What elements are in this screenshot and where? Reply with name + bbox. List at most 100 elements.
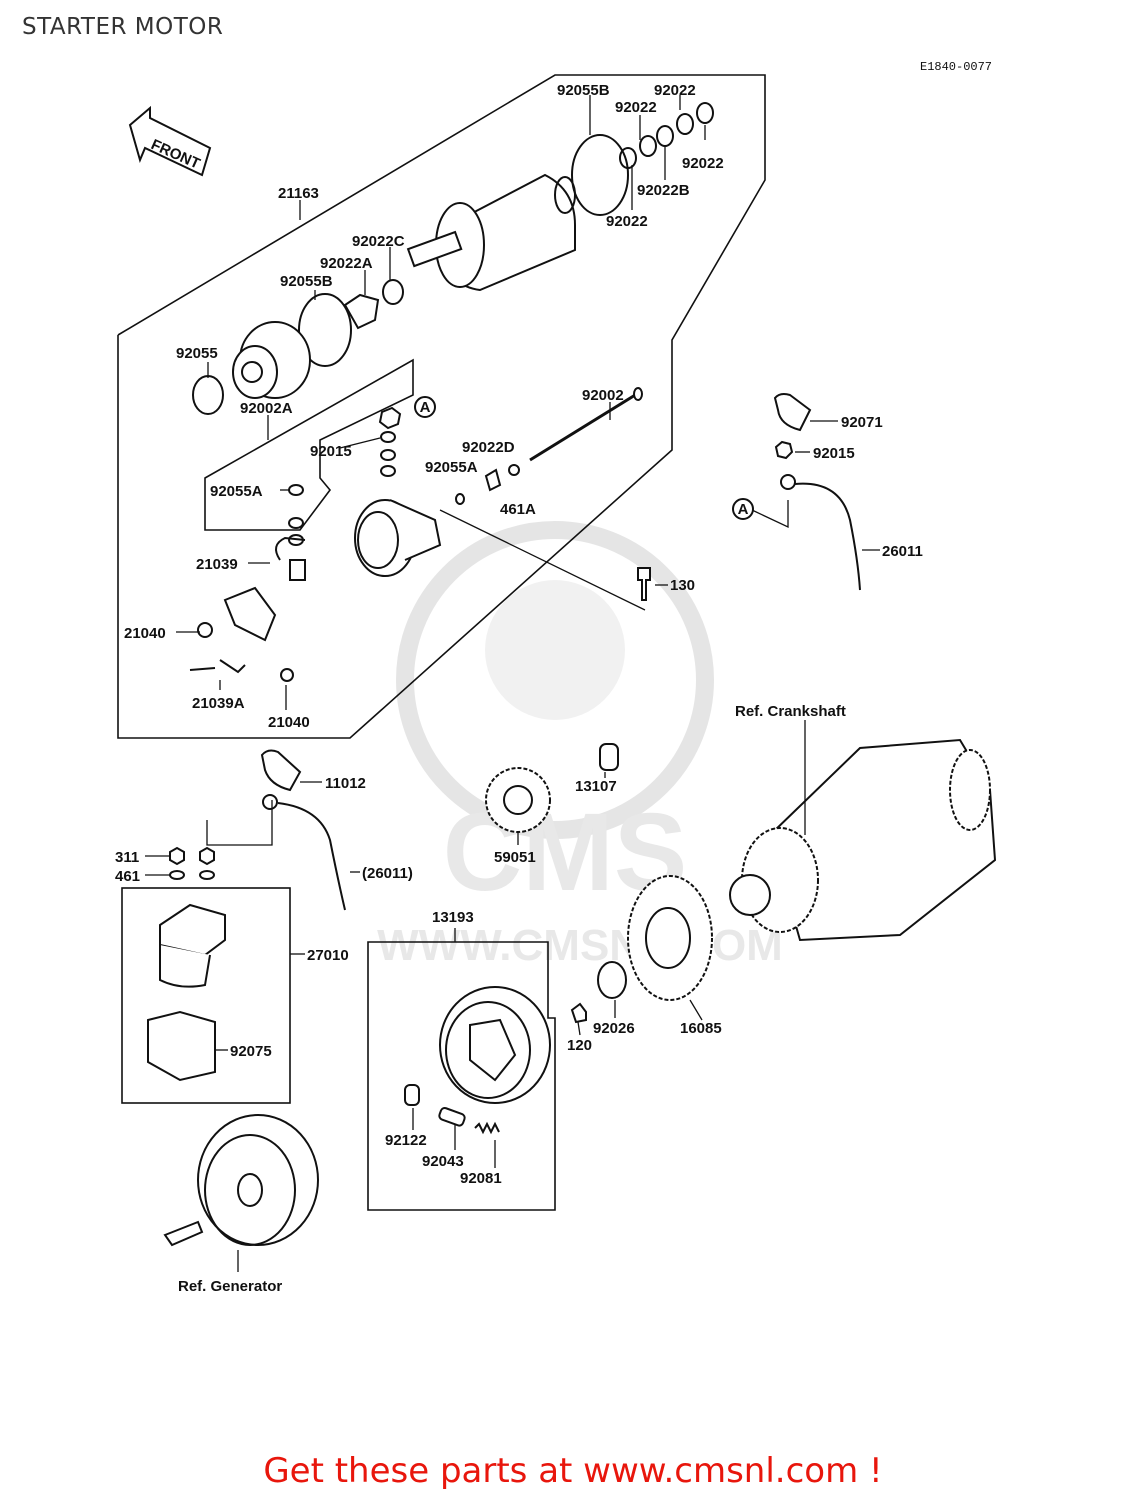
label-92022D: 92022D (462, 439, 515, 456)
washer-92022B (639, 135, 657, 157)
starter-relay-27010 (159, 903, 226, 988)
label-120: 120 (567, 1037, 592, 1054)
label-92022: 92022 (606, 213, 648, 230)
washer-92022 (676, 113, 694, 135)
label-13193: 13193 (432, 909, 474, 926)
front-arrow-icon: FRONT (128, 105, 212, 177)
spring-92081 (474, 1121, 500, 1135)
label-92002A: 92002A (240, 400, 293, 417)
starter-clutch-box (367, 941, 556, 1211)
label-92022C: 92022C (352, 233, 405, 250)
starter-assembly-boundary (117, 74, 766, 739)
o-ring-92055 (192, 375, 224, 415)
starter-gear-16085 (627, 875, 713, 1001)
bolt-130 (637, 567, 651, 601)
label-92055: 92055 (176, 345, 218, 362)
washer-92022 (696, 102, 714, 124)
o-ring-92055A (455, 493, 465, 505)
watermark-url-text: WWW.CMSNL.COM (377, 921, 783, 970)
label-26011-ref: (26011) (362, 865, 413, 882)
relay-assembly-box (121, 887, 291, 1104)
label-92055B: 92055B (557, 82, 610, 99)
label-59051: 59051 (494, 849, 536, 866)
battery-cable-26011-ref (260, 749, 346, 911)
label-92015: 92015 (310, 443, 352, 460)
ref-generator-label: Ref. Generator (178, 1278, 282, 1295)
washer-92022A (382, 279, 404, 305)
label-92022: 92022 (654, 82, 696, 99)
label-26011: 26011 (882, 543, 923, 560)
svg-text:A: A (738, 501, 749, 518)
label-13107: 13107 (575, 778, 617, 795)
circle-marker-a-right: A (732, 498, 754, 520)
washer-92022 (656, 125, 674, 147)
brush-plate (189, 586, 294, 682)
label-92055A: 92055A (425, 459, 478, 476)
washer-461 (199, 870, 215, 880)
label-21039A: 21039A (192, 695, 245, 712)
ref-crankshaft-label: Ref. Crankshaft (735, 703, 846, 720)
label-92055A: 92055A (210, 483, 263, 500)
starter-motor-exploded-diagram: CMS WWW.CMSNL.COM E1840-0077 FRONT (115, 60, 997, 1295)
footer-cmsnl-link[interactable]: Get these parts at www.cmsnl.com ! (263, 1451, 883, 1491)
label-21040: 21040 (268, 714, 310, 731)
washer-92026 (597, 961, 627, 999)
label-92075: 92075 (230, 1043, 272, 1060)
label-92122: 92122 (385, 1132, 427, 1149)
starter-clutch-13193 (439, 986, 551, 1104)
diagram-code: E1840-0077 (920, 60, 992, 74)
leader-lines (145, 95, 880, 1272)
label-92055B: 92055B (280, 273, 333, 290)
crankshaft-reference (729, 738, 997, 942)
label-461: 461 (115, 868, 140, 885)
label-21163: 21163 (278, 185, 319, 202)
relay-cover-92075 (147, 1010, 216, 1082)
shaft-13107 (599, 743, 619, 771)
nut-92015 (378, 406, 402, 430)
starter-motor-body (406, 173, 576, 292)
starter-end-cover (232, 321, 311, 399)
o-ring-92055B-top (571, 134, 629, 216)
nut-461A (508, 464, 520, 476)
label-92022: 92022 (615, 99, 657, 116)
through-bolt-92002 (529, 390, 641, 462)
brush-holder-box (204, 358, 414, 531)
label-21040: 21040 (124, 625, 166, 642)
brush-holder-92002A (354, 499, 442, 577)
washer-92022 (619, 147, 637, 169)
page-title: STARTER MOTOR (22, 14, 224, 40)
label-461A: 461A (500, 501, 536, 518)
roller-92122 (404, 1084, 420, 1106)
label-27010: 27010 (307, 947, 349, 964)
washer-461 (169, 870, 185, 880)
idle-gear-59051 (485, 767, 551, 833)
cms-watermark: CMS WWW.CMSNL.COM (377, 521, 783, 970)
label-11012: 11012 (325, 775, 366, 792)
label-92043: 92043 (422, 1153, 464, 1170)
label-21039: 21039 (196, 556, 238, 573)
label-311: 311 (115, 849, 139, 866)
label-16085: 16085 (680, 1020, 722, 1037)
label-130: 130 (670, 577, 695, 594)
bolt-120 (570, 1002, 587, 1024)
o-ring-92055B-left (298, 293, 352, 367)
label-92081: 92081 (460, 1170, 502, 1187)
brush-21039 (275, 536, 306, 561)
label-92022A: 92022A (320, 255, 373, 272)
svg-text:A: A (420, 399, 431, 416)
label-92022: 92022 (682, 155, 724, 172)
circle-marker-a-left: A (414, 396, 436, 418)
pin-92043 (438, 1107, 466, 1127)
label-92022B: 92022B (637, 182, 690, 199)
terminal-bolt (289, 559, 306, 581)
label-92026: 92026 (593, 1020, 635, 1037)
washer-92022D (484, 468, 502, 492)
nut-311 (199, 846, 215, 866)
nut-311 (169, 846, 185, 866)
generator-rotor (163, 1114, 319, 1247)
plate-92022C (343, 293, 380, 330)
starter-cable-26011 (773, 393, 861, 591)
label-92002: 92002 (582, 387, 624, 404)
label-92071: 92071 (841, 414, 883, 431)
label-92015: 92015 (813, 445, 855, 462)
